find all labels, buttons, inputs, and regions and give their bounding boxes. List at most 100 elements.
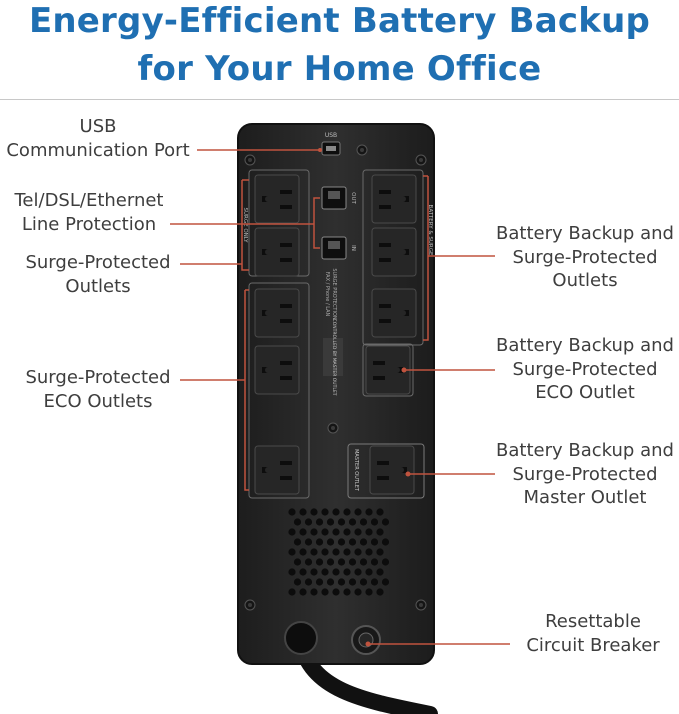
vent-hole (321, 568, 329, 576)
vent-hole (337, 538, 346, 546)
vent-hole (299, 588, 307, 596)
usb-port-label: USB Communication Port (0, 115, 196, 162)
callout-battery-bracket (423, 175, 429, 341)
usb-port-marking: USB (325, 132, 337, 139)
vent-hole (376, 568, 384, 576)
vent-hole (337, 558, 346, 566)
tel-protection-label: Tel/DSL/Ethernet Line Protection (0, 189, 178, 236)
screw-icon (244, 154, 256, 166)
circuit-breaker-label: Resettable Circuit Breaker (508, 610, 678, 657)
vent-hole (343, 508, 351, 516)
vent-hole (293, 558, 302, 566)
vent-hole (354, 568, 362, 576)
vent-hole (315, 518, 324, 526)
vent-hole (348, 518, 357, 526)
vent-grille (288, 508, 390, 596)
vent-hole (359, 538, 368, 546)
screw-icon (415, 599, 427, 611)
master-outlet-marking: MASTER OUTLET (353, 449, 359, 492)
battery-outlet (371, 288, 417, 338)
fax-marking: FAX / Phone / LAN (324, 272, 330, 317)
vent-hole (359, 518, 368, 526)
vent-hole (293, 578, 302, 586)
battery-surge-marking: BATTERY & SURGE (427, 205, 433, 256)
vent-hole (326, 578, 335, 586)
vent-hole (343, 528, 351, 536)
vent-hole (354, 528, 362, 536)
battery-outlet (371, 174, 417, 224)
vent-hole (288, 548, 296, 556)
vent-hole (365, 548, 373, 556)
vent-hole (326, 518, 335, 526)
label-line: Outlets (65, 275, 131, 297)
vent-hole (304, 558, 313, 566)
vent-hole (326, 538, 335, 546)
vent-hole (299, 568, 307, 576)
vent-hole (343, 588, 351, 596)
surge-outlets-label: Surge-Protected Outlets (0, 251, 196, 298)
vent-hole (332, 528, 340, 536)
vent-hole (354, 588, 362, 596)
vent-hole (288, 528, 296, 536)
vent-hole (332, 568, 340, 576)
vent-hole (359, 558, 368, 566)
label-line: Surge-Protected (512, 358, 658, 380)
vent-hole (315, 558, 324, 566)
label-line: Outlets (552, 270, 618, 291)
out-marking: OUT (350, 192, 356, 204)
label-line: Battery Backup and (496, 335, 674, 356)
vent-hole (343, 548, 351, 556)
vent-hole (310, 548, 318, 556)
screw-icon (327, 422, 339, 434)
headline-line-2: for Your Home Office (137, 49, 542, 89)
master-outlet-label: Battery Backup and Surge-Protected Maste… (492, 439, 678, 510)
vent-hole (343, 568, 351, 576)
vent-hole (321, 548, 329, 556)
vent-hole (359, 578, 368, 586)
vent-hole (326, 558, 335, 566)
callout-surge-eco-bracket (244, 289, 249, 491)
vent-hole (293, 538, 302, 546)
surge-eco-outlet (254, 345, 300, 395)
label-line: Communication Port (6, 139, 190, 161)
vent-hole (299, 508, 307, 516)
vent-hole (310, 568, 318, 576)
vent-hole (321, 508, 329, 516)
screw-icon (415, 154, 427, 166)
surge-outlet (254, 227, 300, 277)
vent-hole (381, 538, 390, 546)
vent-hole (381, 558, 390, 566)
surge-eco-outlet (254, 288, 300, 338)
callout-lines (170, 149, 510, 645)
vent-hole (337, 578, 346, 586)
vent-hole (337, 518, 346, 526)
vent-hole (288, 588, 296, 596)
vent-hole (376, 548, 384, 556)
vent-hole (348, 558, 357, 566)
vent-hole (293, 518, 302, 526)
vent-hole (370, 558, 379, 566)
vent-hole (310, 508, 318, 516)
vent-hole (381, 518, 390, 526)
label-line: Battery Backup and (496, 223, 674, 244)
vent-hole (348, 578, 357, 586)
header-divider (0, 99, 679, 100)
vent-hole (370, 578, 379, 586)
vent-hole (304, 518, 313, 526)
label-line: Circuit Breaker (526, 634, 660, 656)
vent-hole (299, 528, 307, 536)
surge-eco-outlets-label: Surge-Protected ECO Outlets (0, 366, 196, 413)
label-line: Surge-Protected (512, 246, 658, 268)
battery-outlet (371, 227, 417, 277)
vent-hole (376, 588, 384, 596)
headline-line-1: Energy-Efficient Battery Backup (28, 1, 651, 41)
label-line: ECO Outlets (43, 390, 153, 412)
screw-icon (244, 599, 256, 611)
vent-hole (354, 508, 362, 516)
vent-hole (310, 528, 318, 536)
vent-hole (370, 538, 379, 546)
vent-hole (321, 528, 329, 536)
battery-eco-outlet-label: Battery Backup and Surge-Protected ECO O… (492, 334, 678, 405)
master-outlet (369, 445, 415, 495)
